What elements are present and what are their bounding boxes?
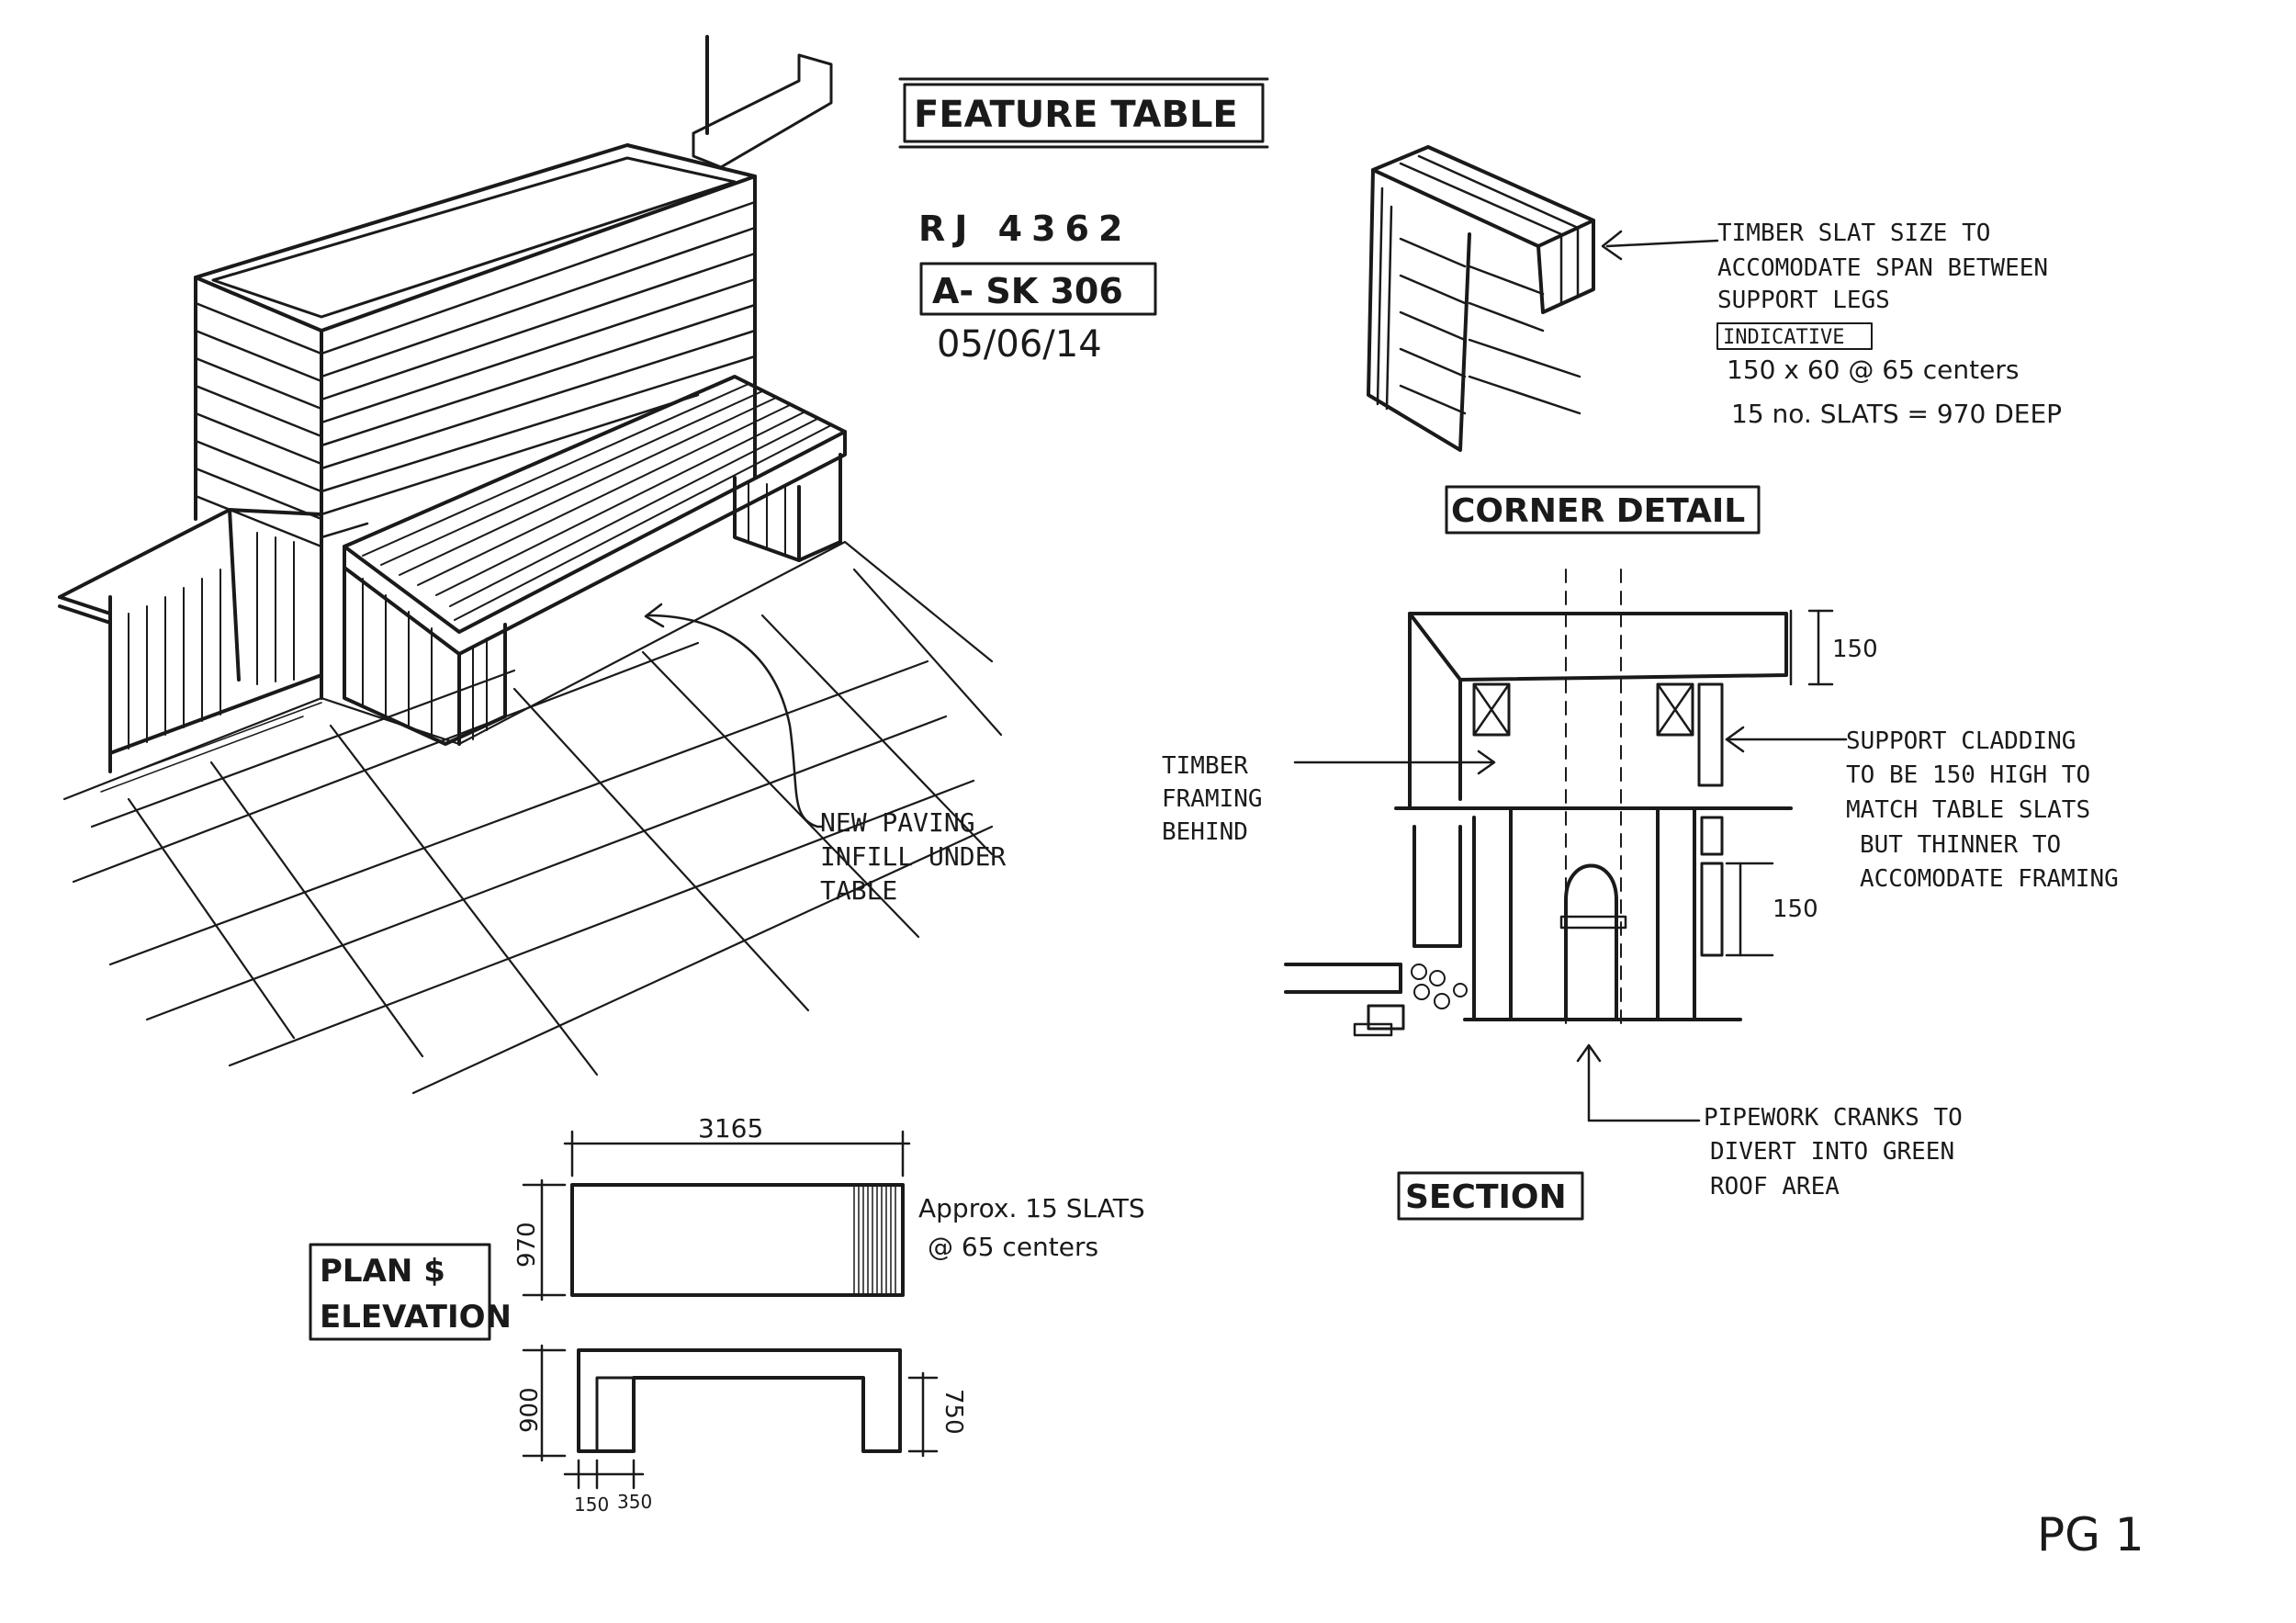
elevation-leg-height-label: 750 (940, 1389, 967, 1435)
elevation-leg-width-label: 150 (574, 1493, 609, 1516)
cladding-note-line-5: ACCOMODATE FRAMING (1860, 865, 2119, 893)
plan-heading-frame (309, 1243, 491, 1341)
page-number: PG 1 (2037, 1508, 2144, 1561)
elevation-dim-height (522, 1344, 567, 1462)
cladding-note-line-3: MATCH TABLE SLATS (1846, 796, 2090, 824)
sheet-date: 05/06/14 (937, 323, 1102, 366)
paving-note-line-1: NEW PAVING (820, 807, 975, 838)
cladding-note-line-1: SUPPORT CLADDING (1846, 727, 2076, 755)
corner-note-line-3: SUPPORT LEGS (1717, 287, 1890, 314)
elevation-view (577, 1348, 902, 1453)
sketch-ref-frame (919, 262, 1157, 316)
corner-note-line-1: TIMBER SLAT SIZE TO (1717, 220, 1990, 247)
section-dim-side-label: 150 (1773, 896, 1818, 923)
plan-view (570, 1183, 905, 1297)
project-ref: RJ 4362 (918, 209, 1131, 249)
cladding-note-line-2: TO BE 150 HIGH TO (1846, 761, 2090, 789)
section-heading: SECTION (1405, 1178, 1567, 1216)
slats-note-line-1: Approx. 15 SLATS (918, 1193, 1145, 1223)
elevation-dim-leg-width (563, 1459, 645, 1490)
elevation-height-label: 900 (516, 1387, 544, 1433)
corner-detail-sketch (1367, 145, 1595, 452)
plan-dim-depth (522, 1178, 567, 1302)
framing-note-line-3: BEHIND (1162, 818, 1248, 846)
plan-heading-line-1: PLAN $ (320, 1253, 445, 1290)
corner-detail-heading: CORNER DETAIL (1451, 492, 1745, 530)
perspective-sketch (58, 35, 1003, 1095)
paving-note-line-3: TABLE (820, 875, 897, 906)
section-dim-top (1789, 609, 1834, 686)
sheet-title: FEATURE TABLE (914, 94, 1238, 136)
plan-heading-line-2: ELEVATION (320, 1299, 512, 1336)
framing-note-line-1: TIMBER (1162, 752, 1248, 780)
section-heading-frame (1397, 1171, 1584, 1221)
section-dim-top-label: 150 (1832, 636, 1878, 663)
paving-leader-arrow (644, 603, 824, 828)
pipework-note-line-2: DIVERT INTO GREEN (1710, 1138, 1954, 1166)
plan-length-label: 3165 (698, 1113, 763, 1144)
pipework-leader (1576, 1043, 1701, 1122)
pipework-note-line-3: ROOF AREA (1710, 1173, 1840, 1200)
cladding-note-line-4: BUT THINNER TO (1860, 831, 2061, 859)
elevation-dim-leg-height (907, 1371, 939, 1458)
corner-heading-frame (1445, 485, 1761, 535)
framing-note-line-2: FRAMING (1162, 785, 1263, 813)
paving-note-line-2: INFILL UNDER (820, 841, 1006, 872)
elevation-leg-depth-label: 350 (617, 1491, 652, 1513)
slat-count: 15 no. SLATS = 970 DEEP (1731, 399, 2062, 429)
cladding-leader (1725, 726, 1848, 753)
slats-note-line-2: @ 65 centers (928, 1232, 1098, 1262)
sketch-ref: A- SK 306 (932, 271, 1123, 311)
indicative-label: INDICATIVE (1723, 326, 1844, 349)
plan-dim-length (563, 1130, 911, 1178)
section-dim-side (1725, 862, 1774, 957)
corner-note-leader (1601, 230, 1719, 261)
corner-note-line-2: ACCOMODATE SPAN BETWEEN (1717, 254, 2048, 282)
framing-leader (1293, 750, 1496, 775)
indicative-frame (1716, 322, 1873, 350)
slat-size: 150 x 60 @ 65 centers (1727, 355, 2019, 385)
section-sketch (1284, 569, 1793, 1037)
plan-depth-label: 970 (513, 1222, 541, 1268)
pipework-note-line-1: PIPEWORK CRANKS TO (1704, 1104, 1963, 1132)
title-frame (898, 77, 1269, 149)
